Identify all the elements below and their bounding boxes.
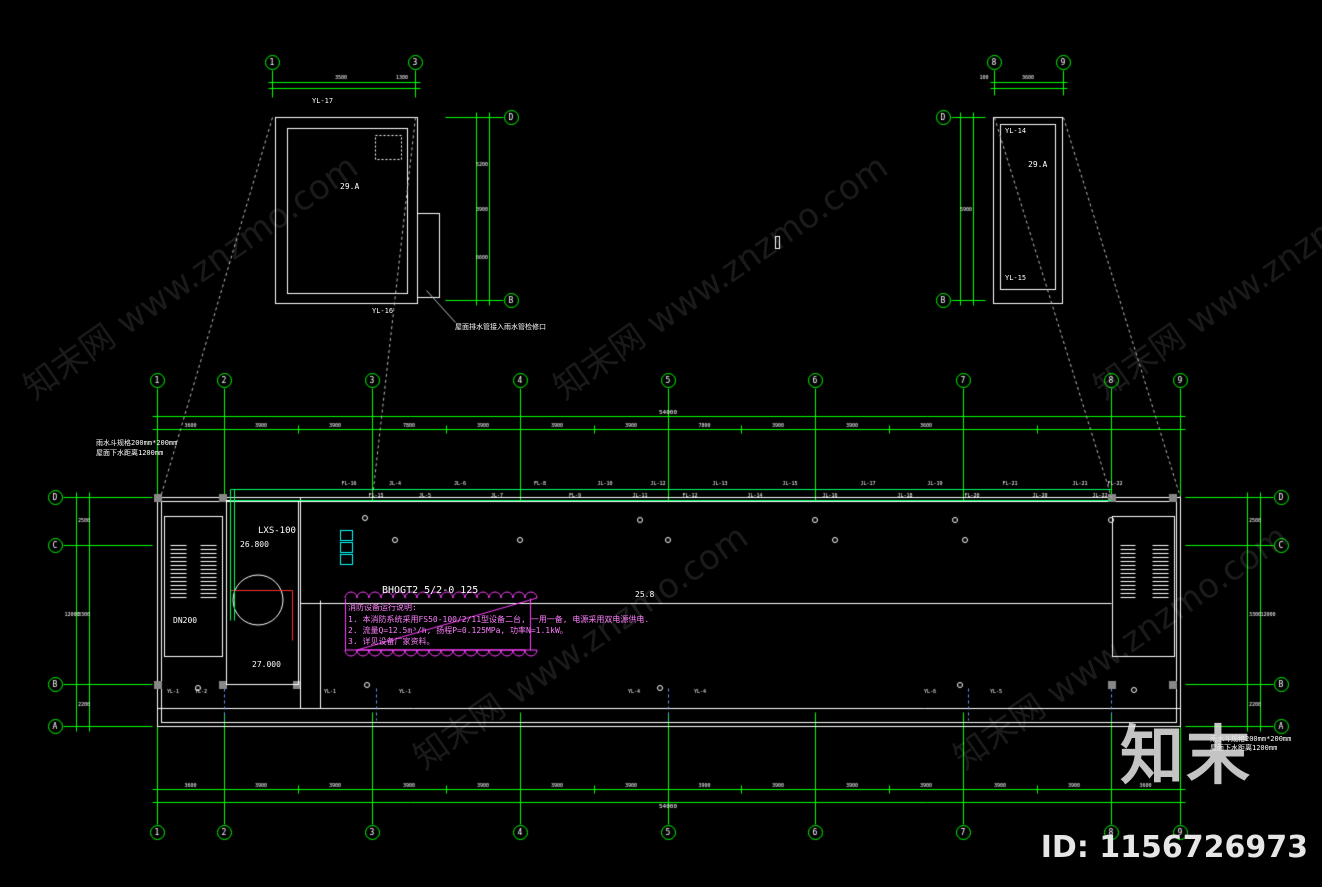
detail-left-note: 屋面排水管接入雨水管检修口 <box>455 323 546 331</box>
cloud-title: 消防设备运行说明: <box>348 603 417 612</box>
cloud-line-3: 3. 详见设备厂家资料。 <box>348 637 435 646</box>
dn-label: DN200 <box>173 616 198 625</box>
pump-model-label: LXS-100 <box>258 526 296 536</box>
cloud-line-1: 1. 本消防系统采用FS50-100/2/11型设备二台, 一用一备, 电源采用… <box>348 615 650 624</box>
detail-left-tag-top: YL-17 <box>312 97 334 105</box>
detail-left-level: 29.A <box>340 182 360 191</box>
id-label: ID: 1156726973 <box>1040 830 1308 865</box>
cloud-line-2: 2. 流量Q=12.5m³/h, 扬程P=0.125MPa, 功率N=1.1kW… <box>348 626 568 635</box>
vent-note-tl: 雨水斗规格200mm*200mm <box>96 439 178 447</box>
vent-note-br: 雨水斗规格200mm*200mm <box>1210 735 1292 743</box>
detail-right-level: 29.A <box>1028 160 1048 169</box>
tank-model-label: BHOGT2 5/2-0 125 <box>382 585 479 596</box>
detail-right-tag-bottom: YL-15 <box>1005 274 1027 282</box>
vent-note-tl-2: 屋面下水距离1200mm <box>96 449 164 457</box>
vent-note-br-2: 屋面下水距离1200mm <box>1210 744 1278 752</box>
level-label-2: 27.000 <box>252 660 281 669</box>
level-label-3: 25.8 <box>635 590 655 599</box>
detail-left-tag-bottom: YL-16 <box>372 307 394 315</box>
brand-logo: 知末 <box>1120 720 1252 794</box>
detail-right-tag-top: YL-14 <box>1005 127 1027 135</box>
level-label-1: 26.800 <box>240 540 269 549</box>
